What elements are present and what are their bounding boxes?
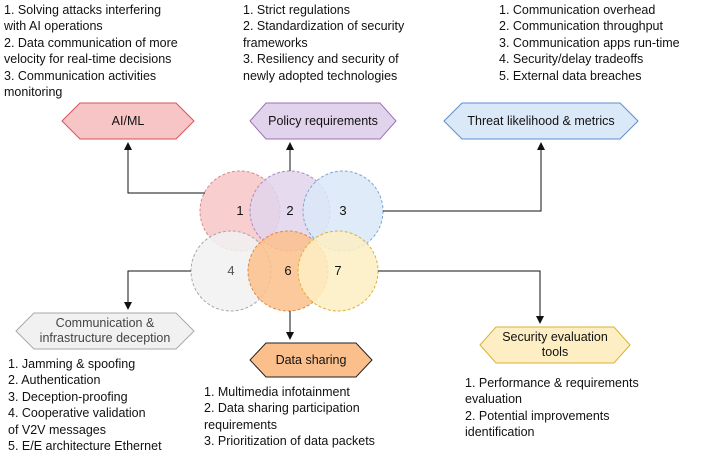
- circle-number-6: 6: [284, 263, 292, 278]
- circle-number-4: 4: [227, 263, 235, 278]
- sharing-items: 1. Multimedia infotainment 2. Data shari…: [204, 385, 375, 449]
- venn-circles: [190, 170, 384, 312]
- aiml-label: AI/ML: [111, 114, 145, 128]
- threat-label: Threat likelihood & metrics: [467, 114, 615, 128]
- circle-number-2: 2: [286, 203, 294, 218]
- sharing-label: Data sharing: [275, 353, 347, 367]
- sharing-hexagon: [249, 342, 373, 378]
- circle-number-1: 1: [236, 203, 244, 218]
- threat-hexagon: [443, 102, 639, 140]
- arrow-to-aiml: [124, 142, 205, 194]
- aiml-hexagon: [61, 102, 195, 140]
- eval-items: 1. Performance & requirements evaluation…: [465, 376, 639, 440]
- eval-hexagon: [479, 326, 631, 364]
- circle-number-7: 7: [334, 263, 342, 278]
- aiml-items: 1. Solving attacks interfering with AI o…: [4, 3, 178, 100]
- arrow-to-comm: [124, 270, 191, 310]
- policy-label: Policy requirements: [268, 114, 378, 128]
- policy-hexagon: [249, 102, 397, 140]
- policy-items: 1. Strict regulations 2. Standardization…: [243, 3, 405, 83]
- comm-items: 1. Jamming & spoofing 2. Authentication …: [8, 357, 162, 454]
- comm-hexagon: [15, 312, 195, 350]
- eval-label: Security evaluation tools: [502, 330, 608, 359]
- circle-number-3: 3: [339, 203, 347, 218]
- arrow-to-eval: [378, 270, 544, 324]
- comm-label: Communication & infrastructure deception: [39, 316, 171, 345]
- threat-items: 1. Communication overhead 2. Communicati…: [499, 3, 680, 83]
- arrow-to-threat: [383, 142, 545, 212]
